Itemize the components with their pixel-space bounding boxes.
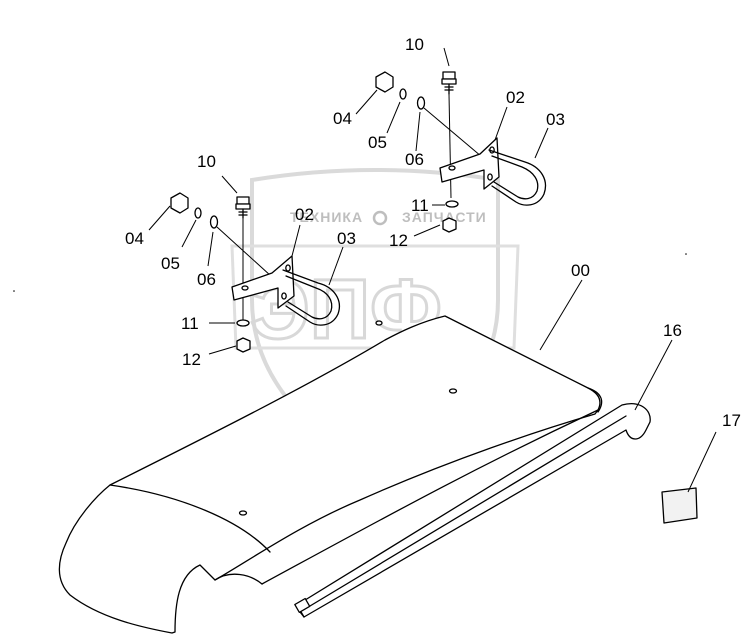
callout-cover-plate: 00 [571,261,590,280]
watermark-banner [230,244,520,350]
callout-top-bolt: 10 [405,35,424,54]
cover-plate-edge [261,409,599,585]
watermark-word-left: ТЕХНИКА [290,209,363,225]
label-plate [661,487,698,524]
callout-left-nut-cap: 04 [125,229,144,248]
callout-top-washer: 05 [368,133,387,152]
callout-left-bracket: 02 [295,205,314,224]
callout-left-bolt: 10 [197,152,216,171]
callout-left-nut: 12 [182,350,201,369]
left-u-bolt [282,269,340,326]
left-spring-washer [209,215,219,229]
top-bolt [441,71,457,199]
top-nut-cap [375,71,394,93]
top-bracket [439,137,500,190]
cover-plate-hole [448,388,458,394]
callout-left-flat-washer: 11 [181,314,199,333]
cover-plate-rear-roll [587,387,603,413]
callout-seal-strip: 16 [663,321,682,340]
cover-plate-fold [109,484,271,553]
seal-strip-inner-line [299,415,627,613]
callout-top-spring-washer: 06 [405,150,424,169]
leader-lines [148,47,717,493]
callout-top-u-bolt: 03 [546,110,565,129]
left-bracket [231,255,295,309]
cover-plate-front-curl [214,573,263,585]
callout-left-spring-washer: 06 [197,270,216,289]
callout-left-washer: 05 [161,254,180,273]
top-bracket-assembly [375,71,547,233]
top-nut [442,217,457,233]
callout-top-nut-cap: 04 [333,109,352,128]
cover-plate-body [58,315,601,634]
left-flat-washer [236,319,250,327]
top-spring-washer [416,96,426,110]
watermark-word-right: ЗАПЧАСТИ [402,209,487,225]
seal-strip-cap [294,597,311,613]
left-bolt [235,196,251,320]
callout-left-u-bolt: 03 [337,229,356,248]
callout-top-flat-washer: 11 [411,196,429,215]
seal-strip-body [296,403,651,618]
cover-plate-hole [238,510,248,516]
cover-plate [58,315,603,634]
top-washer [399,88,407,100]
left-nut-cap [170,192,189,214]
callout-top-bracket: 02 [506,88,525,107]
seal-strip [294,403,651,618]
left-nut [236,337,251,353]
label-plate-body [661,487,698,524]
callout-top-nut: 12 [389,231,408,250]
left-bracket-assembly [170,192,340,353]
gear-icon [372,210,388,226]
left-washer [194,207,202,219]
top-u-bolt [488,149,547,206]
cover-plate-hole [375,320,383,326]
top-flat-washer [445,200,459,208]
callout-label-plate: 17 [722,411,741,430]
stray-marks [13,253,687,292]
